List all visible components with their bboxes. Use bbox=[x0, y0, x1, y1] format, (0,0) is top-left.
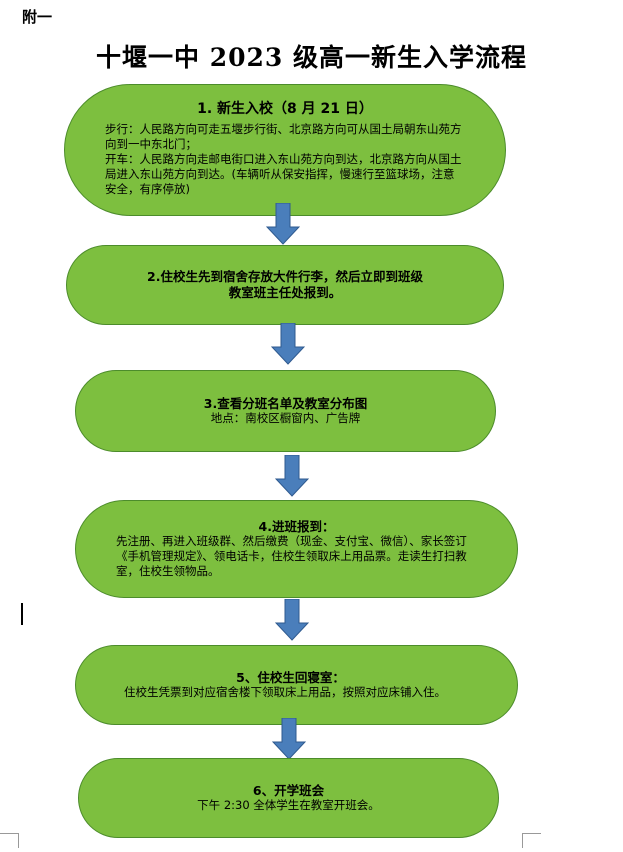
step-5-return-dorm: 5、住校生回寝室： 住校生凭票到对应宿舍楼下领取床上用品，按照对应床铺入住。 bbox=[75, 645, 518, 725]
down-arrow-icon bbox=[272, 718, 306, 760]
step-3-class-list: 3.查看分班名单及教室分布图 地点：南校区橱窗内、广告牌 bbox=[75, 370, 496, 452]
down-arrow-icon bbox=[275, 455, 309, 497]
step-title: 3.查看分班名单及教室分布图 bbox=[203, 395, 368, 411]
page-corner-mark-right bbox=[522, 833, 541, 848]
step-4-class-registration: 4.进班报到： 先注册、再进入班级群、然后缴费（现金、支付宝、微信）、家长签订《… bbox=[75, 500, 518, 598]
step-title: 4.进班报到： bbox=[258, 518, 335, 534]
step-driving-route: 开车：人民路方向走邮电街口进入东山苑方向到达，北京路方向从国土局进入东山苑方向到… bbox=[105, 152, 462, 197]
step-meeting-time: 下午 2:30 全体学生在教室开班会。 bbox=[197, 798, 380, 813]
text-cursor bbox=[21, 603, 23, 625]
down-arrow-icon bbox=[271, 323, 305, 365]
step-title: 5、住校生回寝室： bbox=[236, 669, 345, 685]
step-bedding-details: 住校生凭票到对应宿舍楼下领取床上用品，按照对应床铺入住。 bbox=[124, 685, 446, 700]
step-6-class-meeting: 6、开学班会 下午 2:30 全体学生在教室开班会。 bbox=[78, 758, 499, 838]
page-corner-mark-left bbox=[0, 833, 19, 848]
step-walking-route: 步行：人民路方向可走五堰步行街、北京路方向可从国土局朝东山苑方向到一中东北门； bbox=[105, 122, 462, 152]
step-2-dorm-luggage: 2.住校生先到宿舍存放大件行李，然后立即到班级教室班主任处报到。 bbox=[66, 245, 504, 325]
step-location: 地点：南校区橱窗内、广告牌 bbox=[210, 411, 361, 426]
step-registration-details: 先注册、再进入班级群、然后缴费（现金、支付宝、微信）、家长签订《手机管理规定》、… bbox=[116, 534, 467, 579]
annex-label: 附一 bbox=[22, 8, 53, 26]
down-arrow-icon bbox=[266, 203, 300, 245]
step-title: 2.住校生先到宿舍存放大件行李，然后立即到班级教室班主任处报到。 bbox=[147, 269, 423, 300]
step-title: 1. 新生入校（8 月 21 日） bbox=[197, 100, 373, 117]
down-arrow-icon bbox=[275, 599, 309, 641]
document-title: 十堰一中 2023 级高一新生入学流程 bbox=[96, 43, 527, 72]
step-1-new-student-arrival: 1. 新生入校（8 月 21 日） 步行：人民路方向可走五堰步行街、北京路方向可… bbox=[64, 84, 506, 216]
step-title: 6、开学班会 bbox=[252, 782, 325, 798]
